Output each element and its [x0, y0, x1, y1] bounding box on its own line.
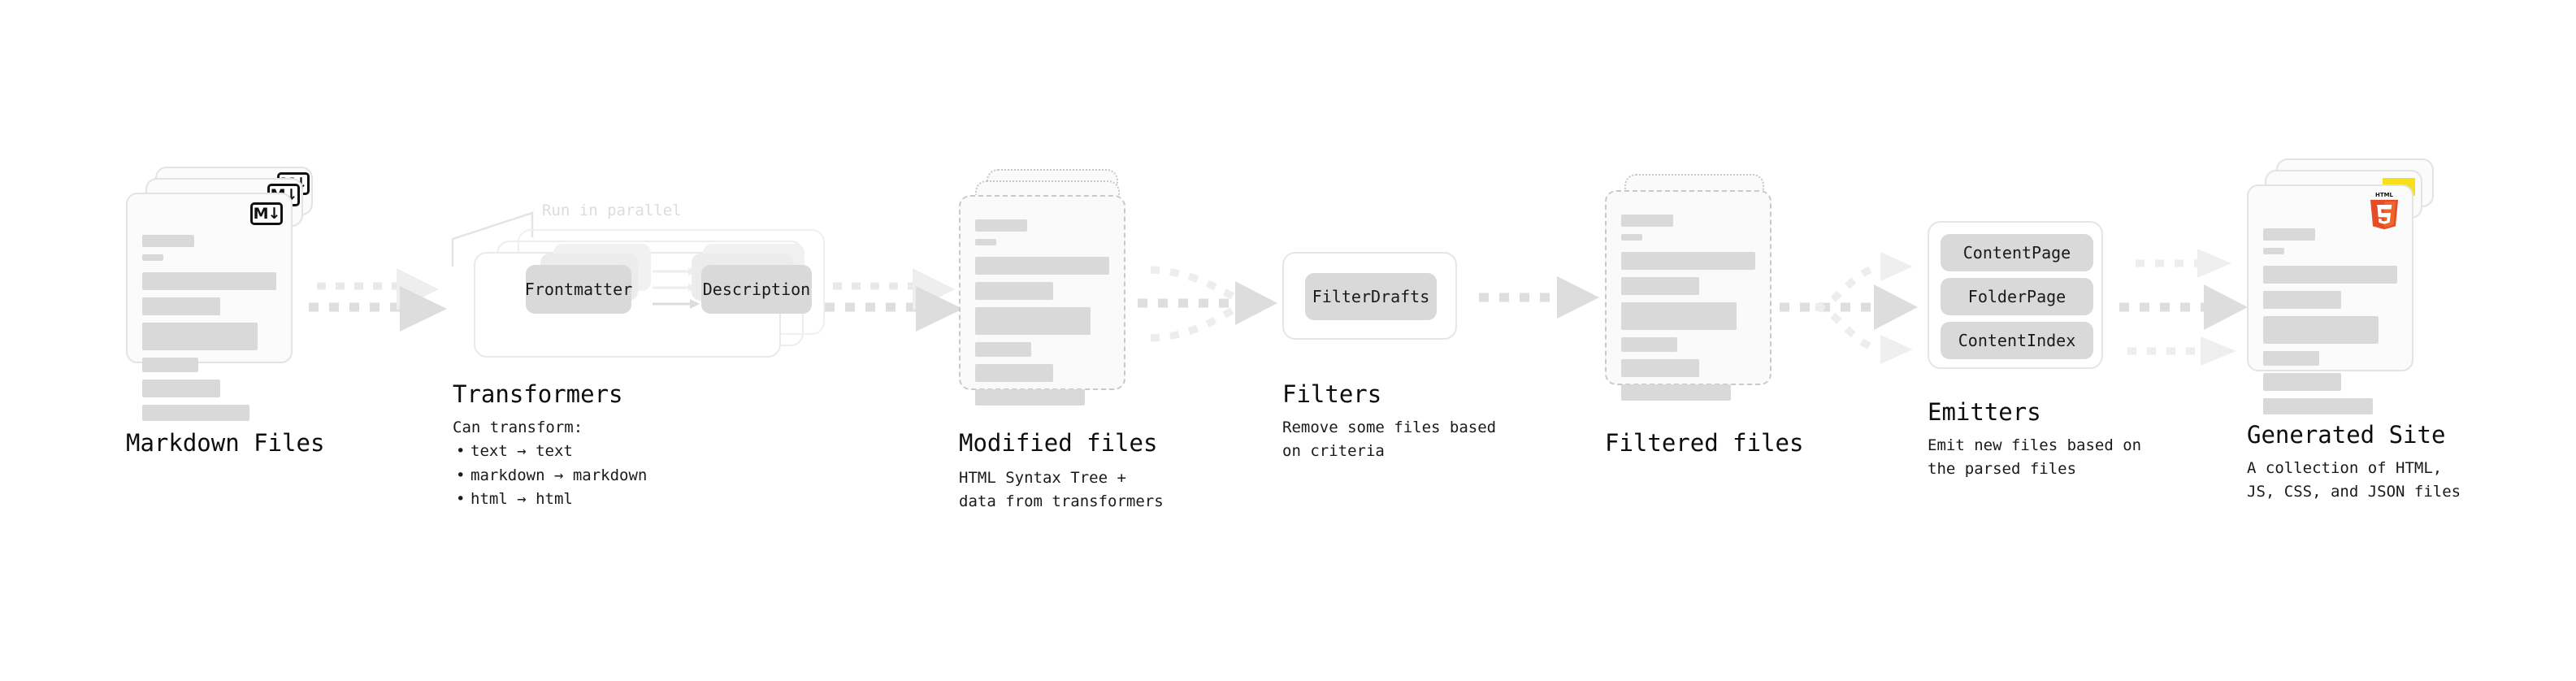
chip-contentindex-label: ContentIndex [1958, 331, 2076, 350]
placeholder-bar [2263, 351, 2320, 366]
file-card-front: M↓ [126, 193, 293, 421]
list-item: markdown → markdown [456, 464, 647, 488]
placeholder-bar [142, 323, 258, 350]
markdown-files-stack: M↓ M↓ M↓ [126, 167, 313, 421]
chip-description-label: Description [702, 280, 811, 299]
file-card-front: HTML [2247, 184, 2413, 414]
file-card-front [1605, 190, 1772, 401]
list-item: html → html [456, 488, 647, 512]
modified-files-stack [959, 169, 1146, 406]
transformers-capability-list: text → text markdown → markdown html → h… [453, 440, 647, 512]
placeholder-bar [142, 235, 194, 247]
filters-description: Remove some files based on criteria [1282, 419, 1497, 461]
chip-description[interactable]: Description [701, 265, 812, 314]
transformers-description: Can transform: text → text markdown → ma… [453, 416, 647, 512]
connector-filtered-to-emitters [1780, 252, 1918, 364]
placeholder-bar [1621, 302, 1737, 330]
file-content-placeholder [1621, 215, 1755, 408]
chip-frontmatter[interactable]: Frontmatter [524, 265, 633, 314]
placeholder-bar [2263, 291, 2341, 309]
placeholder-bar [142, 358, 199, 372]
chip-contentpage-label: ContentPage [1962, 243, 2071, 262]
placeholder-bar [142, 272, 276, 290]
stage-title-markdown-files: Markdown Files [126, 429, 325, 457]
parallel-bracket [451, 211, 534, 267]
connector-filters-to-filtered [1479, 276, 1599, 319]
placeholder-bar [975, 239, 996, 245]
chip-filterdrafts-label: FilterDrafts [1312, 287, 1430, 306]
transformers-subtitle-heading: Can transform: [453, 419, 583, 436]
stage-title-transformers: Transformers [453, 380, 623, 408]
generated-site-stack: HTML [2247, 158, 2442, 414]
markdown-icon: M↓ [250, 202, 283, 225]
file-content-placeholder [142, 235, 276, 428]
stage-title-modified-files: Modified files [959, 429, 1158, 457]
stage-title-generated-site: Generated Site [2247, 421, 2446, 449]
placeholder-bar [975, 257, 1109, 275]
list-item: text → text [456, 440, 647, 464]
placeholder-bar [142, 380, 220, 397]
placeholder-bar [975, 307, 1091, 335]
stage-title-emitters: Emitters [1928, 398, 2041, 426]
placeholder-bar [2263, 398, 2374, 414]
placeholder-bar [142, 297, 220, 315]
chip-folderpage-label: FolderPage [1967, 287, 2066, 306]
connector-transformers-to-modified [825, 268, 963, 332]
connector-markdown-to-transformers [309, 268, 447, 332]
generated-site-description: A collection of HTML, JS, CSS, and JSON … [2247, 459, 2461, 501]
placeholder-bar [1621, 234, 1642, 241]
placeholder-bar [975, 282, 1053, 300]
chip-folderpage[interactable]: FolderPage [1941, 278, 2093, 315]
file-content-placeholder [2263, 228, 2397, 422]
placeholder-bar [142, 405, 249, 421]
connector-emitters-to-site [2119, 249, 2248, 366]
placeholder-bar [142, 254, 163, 261]
run-in-parallel-label: Run in parallel [542, 202, 682, 219]
placeholder-bar [2263, 248, 2284, 254]
transformer-inner-arrows [653, 267, 700, 309]
placeholder-bar [1621, 277, 1699, 295]
placeholder-bar [2263, 228, 2315, 241]
modified-files-description: HTML Syntax Tree + data from transformer… [959, 469, 1164, 511]
transformers-group: Run in parallel Frontmatter Description [451, 202, 833, 366]
emitters-description: Emit new files based on the parsed files [1928, 436, 2142, 479]
html5-icon: HTML [2370, 192, 2399, 230]
connector-modified-to-filters [1138, 266, 1277, 342]
placeholder-bar [2263, 316, 2379, 344]
stage-title-filtered-files: Filtered files [1605, 429, 1804, 457]
file-content-placeholder [975, 219, 1109, 413]
chip-frontmatter-label: Frontmatter [524, 280, 633, 299]
placeholder-bar [1621, 359, 1699, 377]
stage-title-filters: Filters [1282, 380, 1382, 408]
chip-contentindex[interactable]: ContentIndex [1941, 322, 2093, 359]
emitters-box: ContentPage FolderPage ContentIndex [1928, 221, 2103, 369]
placeholder-bar [2263, 266, 2397, 284]
placeholder-bar [975, 219, 1027, 232]
placeholder-bar [2263, 373, 2341, 391]
placeholder-bar [1621, 252, 1755, 270]
placeholder-bar [1621, 215, 1673, 227]
chip-contentpage[interactable]: ContentPage [1941, 234, 2093, 271]
placeholder-bar [975, 389, 1086, 406]
svg-text:HTML: HTML [2375, 192, 2393, 198]
chip-filterdrafts[interactable]: FilterDrafts [1305, 273, 1437, 320]
file-card-front [959, 195, 1125, 406]
placeholder-bar [975, 342, 1032, 357]
filters-box: FilterDrafts [1282, 252, 1457, 340]
placeholder-bar [975, 364, 1053, 382]
filtered-files-stack [1605, 169, 1792, 401]
placeholder-bar [1621, 337, 1678, 352]
placeholder-bar [1621, 384, 1732, 401]
